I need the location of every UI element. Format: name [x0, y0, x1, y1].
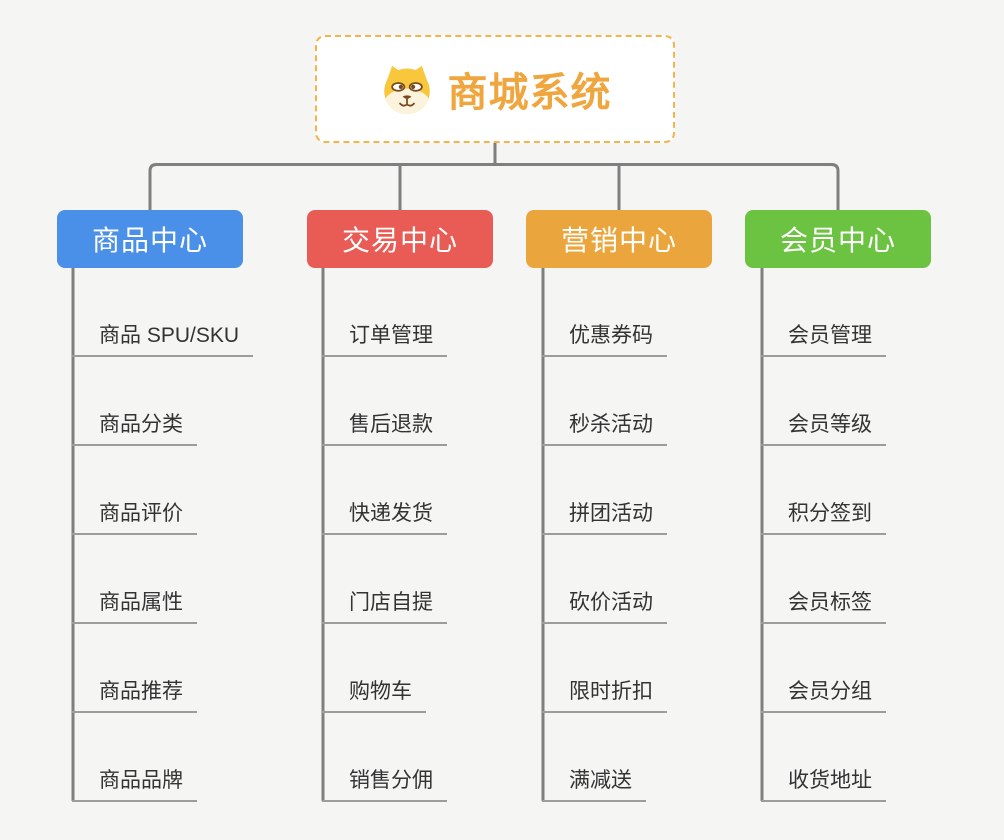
leaf-node[interactable]: 商品品牌: [72, 768, 197, 802]
root-title: 商城系统: [447, 71, 612, 115]
branch-node-products[interactable]: 商品中心: [57, 210, 243, 268]
leaf-node[interactable]: 商品推荐: [72, 679, 197, 713]
branch-node-trade[interactable]: 交易中心: [307, 210, 493, 268]
leaf-node[interactable]: 限时折扣: [542, 679, 667, 713]
leaf-node[interactable]: 商品评价: [72, 501, 197, 535]
leaf-node[interactable]: 会员管理: [761, 323, 886, 357]
leaf-node[interactable]: 优惠券码: [542, 323, 667, 357]
branch-label: 商品中心: [91, 225, 208, 256]
leaf-node[interactable]: 门店自提: [322, 590, 447, 624]
leaf-node[interactable]: 订单管理: [322, 323, 447, 357]
leaf-node[interactable]: 售后退款: [322, 412, 447, 446]
leaf-node[interactable]: 快递发货: [322, 501, 447, 535]
shiba-dog-icon: [383, 65, 430, 114]
leaf-node[interactable]: 砍价活动: [542, 590, 667, 624]
leaf-node[interactable]: 秒杀活动: [542, 412, 667, 446]
leaf-node[interactable]: 商品 SPU/SKU: [72, 323, 254, 357]
root-node[interactable]: 商城系统: [315, 35, 675, 143]
leaf-node[interactable]: 满减送: [542, 768, 646, 802]
leaf-node[interactable]: 会员等级: [761, 412, 886, 446]
branch-label: 营销中心: [560, 225, 677, 256]
leaf-node[interactable]: 销售分佣: [322, 768, 447, 802]
leaf-node[interactable]: 商品分类: [72, 412, 197, 446]
branch-node-members[interactable]: 会员中心: [745, 210, 931, 268]
leaf-node[interactable]: 积分签到: [761, 501, 886, 535]
leaf-node[interactable]: 拼团活动: [542, 501, 667, 535]
branch-label: 会员中心: [779, 225, 896, 256]
leaf-node[interactable]: 会员分组: [761, 679, 886, 713]
leaf-node[interactable]: 会员标签: [761, 590, 886, 624]
leaf-node[interactable]: 收货地址: [761, 768, 886, 802]
branch-node-marketing[interactable]: 营销中心: [526, 210, 712, 268]
leaf-node[interactable]: 商品属性: [72, 590, 197, 624]
leaf-node[interactable]: 购物车: [322, 679, 426, 713]
branch-label: 交易中心: [341, 225, 458, 256]
